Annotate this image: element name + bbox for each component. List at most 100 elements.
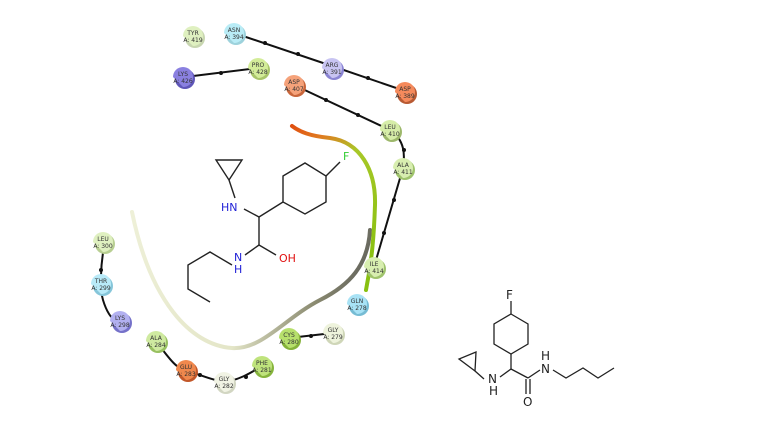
residue-name: LYS xyxy=(178,71,188,78)
structure-2d xyxy=(457,301,615,394)
ligand-structure xyxy=(187,159,341,303)
residue-name: LEU xyxy=(384,124,396,131)
structure-cyclopropyl xyxy=(457,351,477,373)
residue-disc xyxy=(364,257,384,277)
residue-disc xyxy=(395,82,415,102)
residue-leu410: LEU A: 410 xyxy=(380,120,402,142)
residue-chain: A: 284 xyxy=(146,342,166,349)
ligand-atom-n: N xyxy=(234,251,242,264)
structure-bond-carbonyl-n xyxy=(527,369,541,379)
structure-atom-amide-n: N xyxy=(541,362,550,376)
residue-disc xyxy=(252,356,272,376)
structure-bond-center-n xyxy=(499,368,512,378)
residue-chain: A: 410 xyxy=(380,131,400,138)
residue-lys298: LYS A: 298 xyxy=(110,311,132,333)
residue-cys280: CYS A: 280 xyxy=(279,328,301,350)
residue-chain: A: 391 xyxy=(322,69,342,76)
residue-name: ILE xyxy=(370,261,379,268)
bond-nh-center xyxy=(243,208,260,218)
residue-chain: A: 411 xyxy=(393,169,413,176)
backbone-ala411-ile414 xyxy=(373,167,404,268)
residue-glu283: GLU A: 283 xyxy=(176,360,198,382)
structure-atom-carbonyl-o: O xyxy=(523,395,532,409)
residue-disc xyxy=(284,75,304,95)
cyclopropyl-ring xyxy=(214,159,244,182)
residue-chain: A: 282 xyxy=(214,383,234,390)
residue-name: CYS xyxy=(283,332,295,339)
residue-disc xyxy=(323,323,343,343)
residue-thr299: THR A: 299 xyxy=(91,274,113,296)
residue-disc xyxy=(146,331,166,351)
residue-ala284: ALA A: 284 xyxy=(146,331,168,353)
residue-arg391: ARG A: 391 xyxy=(322,58,344,80)
residue-chain: A: 280 xyxy=(279,339,299,346)
structure-carbonyl-double xyxy=(525,379,531,394)
ligand-atom-hydroxyl: OH xyxy=(279,252,296,265)
residue-gly279: GLY A: 279 xyxy=(323,323,345,345)
residue-disc xyxy=(248,58,268,78)
residue-name: LYS xyxy=(115,315,125,322)
residue-name: ARG xyxy=(326,62,339,69)
backbone-asn394-arg391 xyxy=(233,32,333,67)
residue-chain: A: 299 xyxy=(91,285,111,292)
residue-gln278: GLN A: 278 xyxy=(347,294,369,316)
residue-name: PRO xyxy=(252,62,265,69)
residue-name: ALA xyxy=(150,335,163,342)
residue-name: GLY xyxy=(328,327,339,334)
structure-atom-amine-h: H xyxy=(489,384,498,398)
residue-asn394: ASN A: 394 xyxy=(224,23,246,45)
residue-lys426: LYS A: 426 xyxy=(173,67,195,89)
residue-chain: A: 300 xyxy=(93,243,113,250)
residue-chain: A: 407 xyxy=(284,86,304,93)
residue-disc xyxy=(393,158,413,178)
residue-chain: A: 419 xyxy=(183,37,203,44)
residue-gly282: GLY A: 282 xyxy=(214,372,236,394)
backbone-connections xyxy=(99,32,406,383)
residue-chain: A: 283 xyxy=(176,371,196,378)
backbone-nodes xyxy=(99,41,406,379)
residue-tyr419: TYR A: 419 xyxy=(183,26,205,48)
residue-name: GLY xyxy=(219,376,230,383)
structure-bond-n-cyclopropyl xyxy=(474,370,485,380)
residue-chain: A: 279 xyxy=(323,334,343,341)
residue-disc xyxy=(279,328,299,348)
residue-name: PHE xyxy=(256,360,268,367)
bond-center-ring xyxy=(258,201,284,218)
cyclohexyl-ring xyxy=(282,162,327,215)
residue-chain: A: 394 xyxy=(224,34,244,41)
bond-cyclopropyl-nh xyxy=(228,179,236,199)
residue-disc xyxy=(224,23,244,43)
pocket-outline xyxy=(130,210,372,351)
residue-name: ASP xyxy=(399,86,411,93)
residue-disc xyxy=(176,360,196,380)
residue-chain: A: 389 xyxy=(395,93,415,100)
residue-ile414: ILE A: 414 xyxy=(364,257,386,279)
residue-name: TYR xyxy=(186,30,199,37)
residue-disc xyxy=(183,26,203,46)
residue-name: GLU xyxy=(180,364,192,371)
residue-name: THR xyxy=(94,278,107,285)
residue-phe281: PHE A: 281 xyxy=(252,356,274,378)
residue-chain: A: 414 xyxy=(364,268,384,275)
ligand-atom-hn: HN xyxy=(221,201,238,214)
residue-name: ASP xyxy=(288,79,300,86)
residue-disc xyxy=(173,67,193,87)
structure-atom-amine-n: N xyxy=(488,372,497,386)
bond-ring-fluorine xyxy=(325,161,341,177)
residue-asp389: ASP A: 389 xyxy=(395,82,417,104)
structure-atom-fluorine: F xyxy=(506,288,513,302)
residue-disc xyxy=(214,372,234,392)
residue-chain: A: 278 xyxy=(347,305,367,312)
pocket-exposure-curve xyxy=(290,124,378,292)
bond-carbinol-nh xyxy=(244,244,260,256)
residue-name: ASN xyxy=(228,27,240,34)
butyl-chain xyxy=(187,251,233,303)
residue-disc xyxy=(93,232,113,252)
residue-disc xyxy=(380,120,400,140)
residue-name: LEU xyxy=(97,236,109,243)
residue-disc xyxy=(91,274,111,294)
structure-atom-amide-h: H xyxy=(541,349,550,363)
residue-ala411: ALA A: 411 xyxy=(393,158,415,180)
backbone-asp407-leu410 xyxy=(293,84,391,131)
